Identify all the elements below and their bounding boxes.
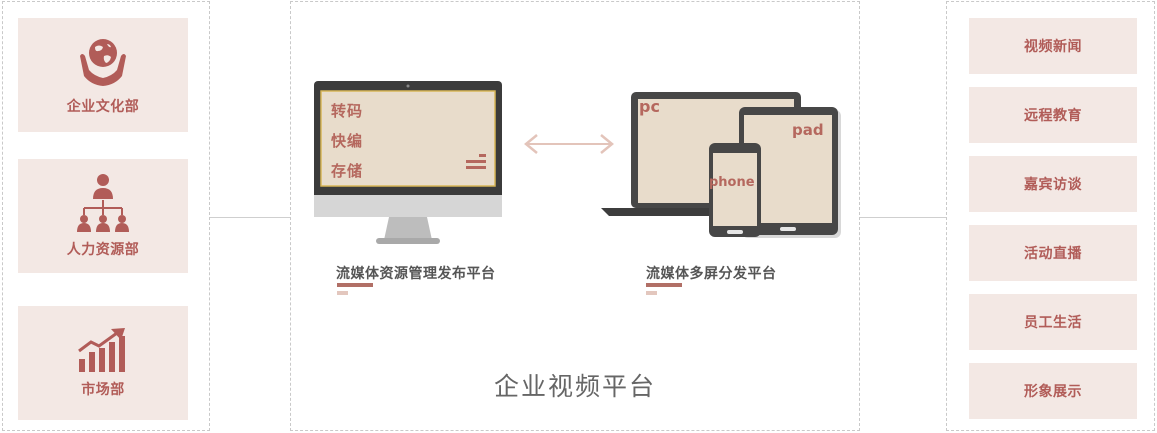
app-card-employee-life[interactable]: 员工生活 [969, 294, 1137, 350]
dept-card-market[interactable]: 市场部 [18, 306, 188, 420]
applications-panel: 视频新闻 远程教育 嘉宾访谈 活动直播 员工生活 形象展示 [946, 1, 1155, 431]
app-card-video-news[interactable]: 视频新闻 [969, 18, 1137, 74]
growth-chart-icon [78, 328, 125, 372]
dept-card-hr[interactable]: 人力资源部 [18, 159, 188, 273]
departments-panel: 企业文化部 人力资源部 市场部 [2, 1, 210, 431]
monitor-item-storage: 存储 [331, 162, 364, 180]
caption-resource-management-platform: 流媒体资源管理发布平台 [336, 266, 496, 282]
app-card-remote-education[interactable]: 远程教育 [969, 87, 1137, 143]
multi-device-illustration [601, 92, 841, 238]
caption-underline-left [337, 283, 373, 287]
org-chart-icon [77, 174, 129, 232]
device-label-phone: phone [709, 175, 755, 190]
dept-card-culture[interactable]: 企业文化部 [18, 18, 188, 132]
caption-underline-right-accent [646, 291, 657, 295]
left-connector-line [210, 217, 290, 218]
caption-underline-right [646, 283, 682, 287]
app-card-image-showcase[interactable]: 形象展示 [969, 363, 1137, 419]
dept-label-hr: 人力资源部 [66, 242, 140, 258]
enterprise-video-platform-panel: 转码 快编 存储 pc pad phone 流媒体资源管理发布平台 流媒体多屏分… [290, 1, 860, 431]
caption-multiscreen-distribution-platform: 流媒体多屏分发平台 [646, 266, 777, 282]
right-connector-line [860, 217, 946, 218]
double-arrow-icon [524, 134, 614, 154]
monitor-item-transcode: 转码 [331, 102, 364, 120]
monitor-illustration [314, 81, 502, 244]
caption-underline-left-accent [337, 291, 348, 295]
device-label-pc: pc [639, 97, 660, 116]
monitor-item-quick-edit: 快编 [331, 132, 364, 150]
app-card-live-event[interactable]: 活动直播 [969, 225, 1137, 281]
platform-title: 企业视频平台 [493, 372, 656, 401]
dept-label-market: 市场部 [81, 382, 125, 398]
app-card-guest-interview[interactable]: 嘉宾访谈 [969, 156, 1137, 212]
device-label-pad: pad [792, 121, 824, 139]
dept-label-culture: 企业文化部 [66, 99, 140, 115]
globe-hands-icon [80, 39, 126, 86]
